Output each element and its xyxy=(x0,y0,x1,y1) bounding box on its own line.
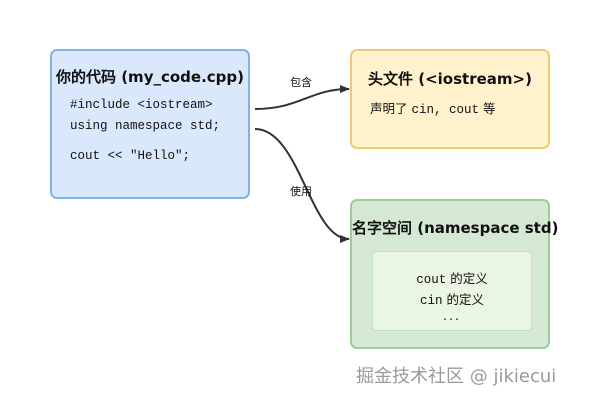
header-desc-prefix: 声明了 xyxy=(370,101,412,116)
header-node-title: 头文件 (<iostream>) xyxy=(368,70,532,88)
namespace-definitions: cout 的定义 cin 的定义 ... xyxy=(372,251,532,331)
edge-label-use: 使用 xyxy=(290,185,312,198)
def-cout: cout 的定义 xyxy=(373,268,531,287)
def-ellipsis: ... xyxy=(443,308,461,323)
namespace-node: 名字空间 (namespace std) cout 的定义 cin 的定义 ..… xyxy=(350,199,559,349)
watermark: 掘金技术社区 @ jikiecui xyxy=(356,366,557,387)
namespace-node-title: 名字空间 (namespace std) xyxy=(352,219,559,237)
edge-include xyxy=(254,85,350,110)
def-cin-code: cin xyxy=(420,294,443,308)
header-desc-code: cin, cout xyxy=(411,103,479,117)
header-desc-suffix: 等 xyxy=(479,101,496,116)
header-node-desc: 声明了 cin, cout 等 xyxy=(370,98,495,117)
def-cout-code: cout xyxy=(416,273,447,287)
code-line-include: #include <iostream> xyxy=(70,98,213,112)
code-line-cout: cout << "Hello"; xyxy=(70,149,191,163)
def-cout-text: 的定义 xyxy=(446,271,488,286)
header-node: 头文件 (<iostream>) 声明了 cin, cout 等 xyxy=(350,49,550,149)
code-node: 你的代码 (my_code.cpp) #include <iostream> u… xyxy=(50,49,250,199)
code-node-title: 你的代码 (my_code.cpp) xyxy=(55,68,244,86)
def-cin-text: 的定义 xyxy=(442,292,484,307)
edge-use xyxy=(254,128,350,243)
edge-label-include: 包含 xyxy=(290,76,312,89)
code-line-using: using namespace std; xyxy=(70,119,221,133)
def-cin: cin 的定义 xyxy=(373,289,531,308)
